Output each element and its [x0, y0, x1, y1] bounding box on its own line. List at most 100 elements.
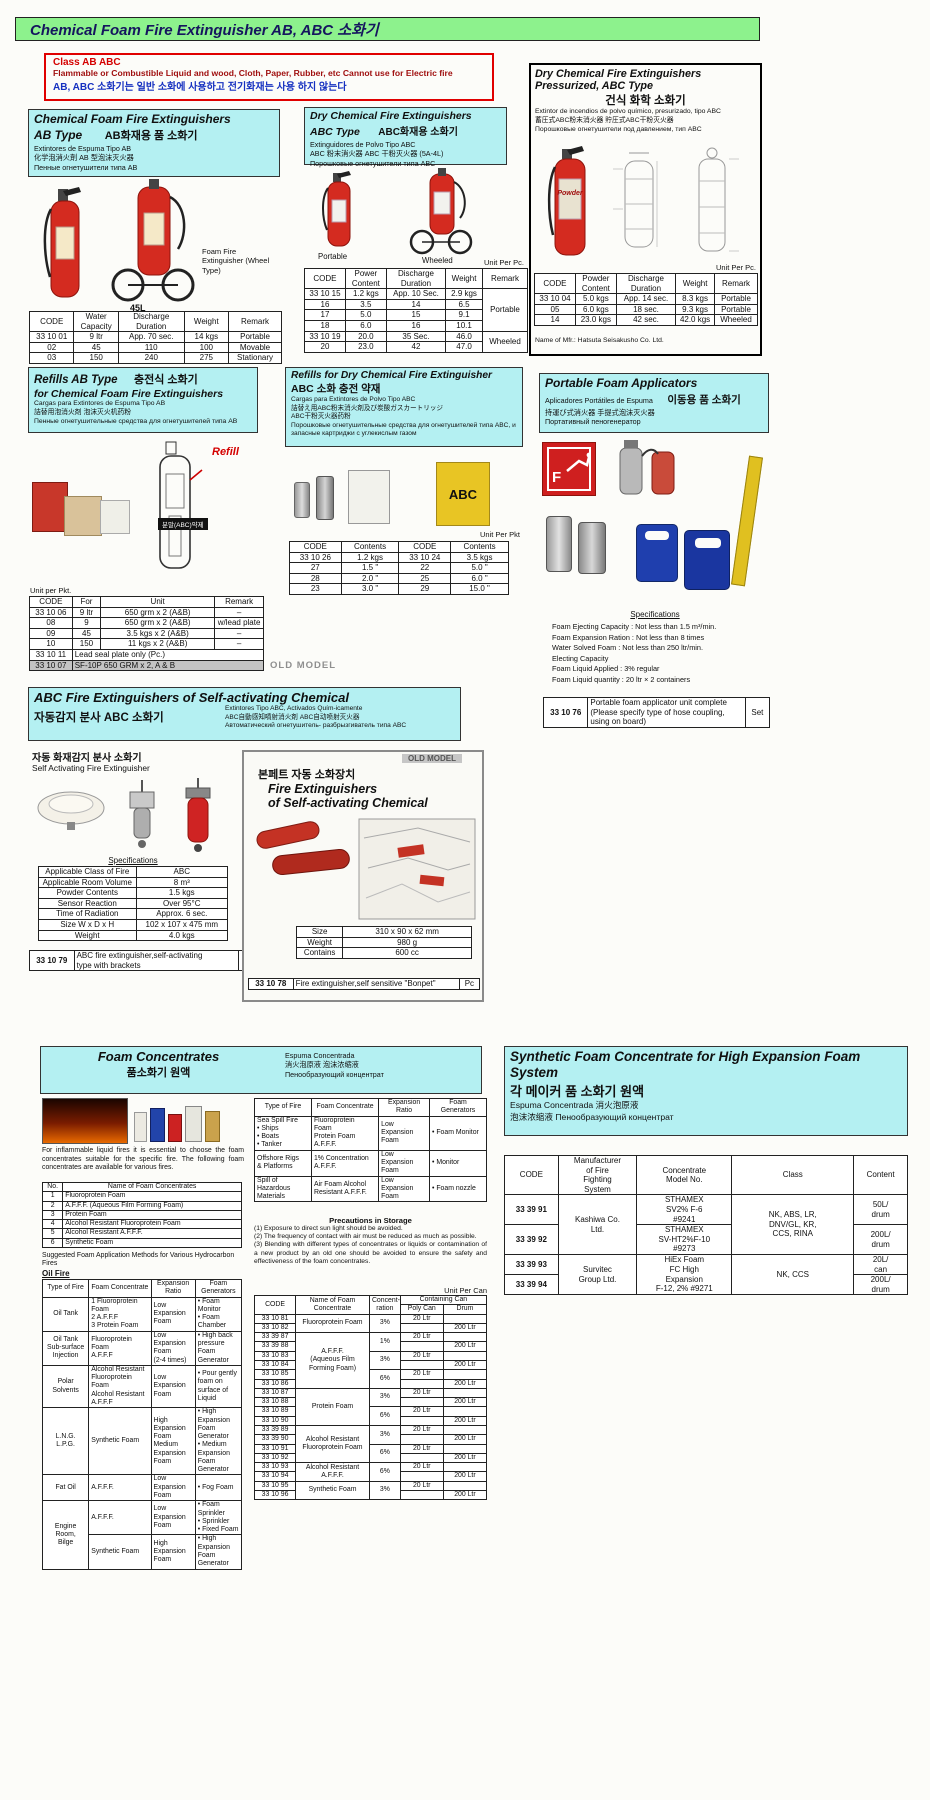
cell: 33 10 96 [253, 1489, 297, 1501]
cell: 150 [73, 352, 119, 364]
cell: Movable [228, 341, 282, 354]
header-cell: For [71, 596, 102, 608]
cell: 200 Ltr [442, 1397, 488, 1408]
list-item: Electing Capacity [552, 653, 609, 663]
cell: 23.0 kgs [574, 314, 617, 326]
cell: 20 Ltr [399, 1424, 444, 1436]
header-cell: Contents [450, 541, 509, 553]
cell: 6.0 " [450, 572, 509, 585]
cell: • High Expansion Foam Generator [194, 1534, 243, 1570]
cell: 15.0 " [450, 583, 509, 595]
cell: 9 ltr [73, 331, 119, 343]
cell: 6.0 kgs [574, 303, 617, 316]
abc-powder-bag: ABC [436, 462, 490, 526]
header-cell: Contents [340, 541, 400, 553]
cell: 2.0 " [340, 572, 400, 585]
cell: 18 [304, 319, 346, 332]
cell: 45 [73, 341, 119, 354]
portable-label: Portable [318, 252, 348, 261]
cell [399, 1471, 444, 1482]
page-title-banner: Chemical Foam Fire Extinguisher AB, ABC … [15, 17, 760, 41]
cell: Engine Room,Bilge [41, 1500, 90, 1570]
cell: 6.5 [445, 298, 483, 311]
wheeled-foam-extinguisher-illustration [111, 179, 195, 302]
cell: – [214, 606, 264, 619]
selfact-images [30, 778, 235, 854]
cell: 29 [398, 583, 452, 595]
header-cell: Foam Concentrate [310, 1098, 380, 1117]
cell: Synthetic Foam [62, 1237, 242, 1248]
cell: Approx. 6 sec. [135, 908, 229, 920]
refab-old-model-label: OLD MODEL [270, 660, 336, 671]
bonpet-capsule-1 [254, 819, 322, 851]
cell [399, 1378, 444, 1389]
cell: Sensor Reaction [38, 897, 137, 910]
refab-subtitles: Cargas para Extintores de Espuma Tipo AB… [34, 400, 252, 426]
header-cell: Weight [675, 272, 715, 295]
cell: w/lead plate [214, 617, 264, 629]
oil-fire-label: Oil Fire [42, 1269, 70, 1278]
bonpet-old-model-label: OLD MODEL [402, 754, 462, 763]
cell: Portable [228, 331, 282, 343]
technical-drawing-1 [613, 152, 658, 248]
header-cell: No. [41, 1181, 64, 1193]
header-cell: Weight [445, 267, 483, 290]
section-applicators-header: Portable Foam Applicators Aplicadores Po… [539, 373, 769, 433]
cell [442, 1387, 488, 1399]
list-item: 消火泡原液 泡沫浓缩液 [285, 1060, 359, 1070]
cell: 33 39 94 [504, 1274, 559, 1296]
jerrycan-handle-hole [645, 531, 669, 540]
cell: Fluoroprotein Foam [295, 1313, 370, 1334]
header-cell: CODE [504, 1154, 559, 1196]
cell: 16 [385, 319, 447, 332]
list-item: Extintores Tipo ABC, Activados Quím-icam… [225, 705, 363, 712]
cell [399, 1452, 444, 1464]
foam-paragraph: For inflammable liquid fires it is essen… [42, 1147, 244, 1172]
selfact-header-row: 자동감지 분사 ABC 소화기 Extintores Tipo ABC, Act… [34, 705, 455, 731]
powder-extinguisher-illustration: Powder [547, 146, 586, 256]
cell: Wheeled [714, 314, 758, 326]
cell: 33 39 92 [504, 1224, 559, 1255]
cell: App. 70 sec. [117, 331, 185, 343]
pressurized-section: Dry Chemical Fire Extinguishers Pressuri… [529, 63, 762, 356]
bonpet-capsule-2 [271, 847, 351, 877]
cell [442, 1480, 488, 1491]
ab-images: Foam Fire Extinguisher (Wheel Type) 45L [30, 177, 282, 313]
cell: 5 [41, 1228, 64, 1239]
cell: 33 10 83 [253, 1350, 297, 1361]
selfact-subtitles: Extintores Tipo ABC, Activados Quím-icam… [225, 705, 455, 731]
header-cell: CODE [29, 596, 73, 608]
list-item: Cargas para Extintores de Polvo Tipo ABC [291, 396, 416, 403]
list-item: Пенообразующий концентрат [285, 1069, 384, 1079]
cell: 50L/drum [853, 1194, 908, 1226]
cell: 25 [398, 572, 452, 585]
